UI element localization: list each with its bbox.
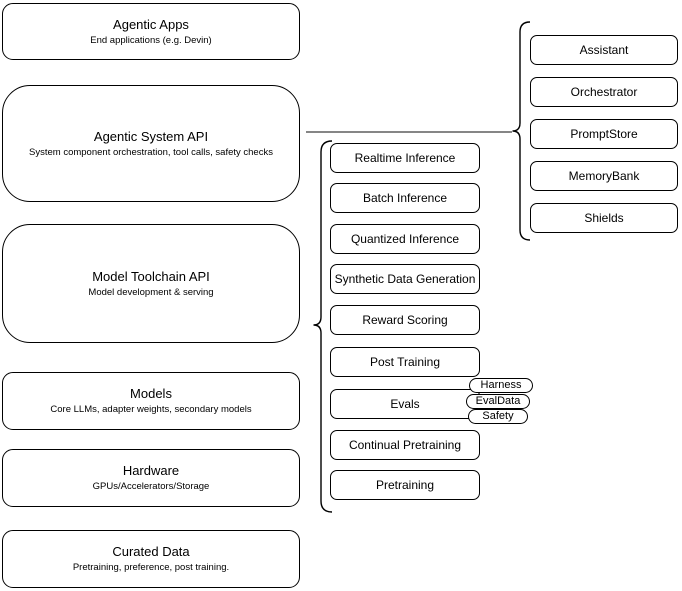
layer-agentic-apps: Agentic Apps End applications (e.g. Devi… bbox=[2, 3, 300, 60]
toolchain-item-realtime-inference: Realtime Inference bbox=[330, 143, 480, 173]
component-label: Assistant bbox=[579, 43, 629, 57]
layer-hardware: Hardware GPUs/Accelerators/Storage bbox=[2, 449, 300, 507]
item-label: Continual Pretraining bbox=[348, 438, 462, 452]
tag-label: Harness bbox=[480, 379, 522, 391]
tag-label: Safety bbox=[482, 410, 514, 422]
layer-subtitle: Pretraining, preference, post training. bbox=[72, 562, 230, 573]
component-label: Orchestrator bbox=[570, 85, 638, 99]
item-label: Quantized Inference bbox=[350, 232, 460, 246]
component-assistant: Assistant bbox=[530, 35, 678, 65]
layer-subtitle: Model development & serving bbox=[88, 286, 214, 298]
layer-curated-data: Curated Data Pretraining, preference, po… bbox=[2, 530, 300, 588]
toolchain-item-reward-scoring: Reward Scoring bbox=[330, 305, 480, 335]
item-label: Pretraining bbox=[375, 478, 435, 492]
component-shields: Shields bbox=[530, 203, 678, 233]
layer-subtitle: End applications (e.g. Devin) bbox=[90, 34, 212, 46]
tag-label: EvalData bbox=[475, 395, 521, 407]
toolchain-item-pretraining: Pretraining bbox=[330, 470, 480, 500]
layer-models: Models Core LLMs, adapter weights, secon… bbox=[2, 372, 300, 430]
evals-tag-harness: Harness bbox=[469, 378, 533, 393]
item-label: Realtime Inference bbox=[354, 151, 456, 165]
item-label: Batch Inference bbox=[362, 191, 448, 205]
layer-title: Agentic Apps bbox=[113, 16, 189, 32]
item-label: Reward Scoring bbox=[362, 313, 448, 327]
evals-tag-safety: Safety bbox=[468, 409, 528, 424]
toolchain-item-post-training: Post Training bbox=[330, 347, 480, 377]
layer-title: Model Toolchain API bbox=[92, 268, 210, 284]
item-label: Evals bbox=[390, 397, 420, 411]
layer-title: Agentic System API bbox=[93, 128, 209, 144]
toolchain-item-continual-pretraining: Continual Pretraining bbox=[330, 430, 480, 460]
item-label: Post Training bbox=[369, 355, 441, 369]
layer-subtitle: GPUs/Accelerators/Storage bbox=[92, 481, 210, 492]
component-memorybank: MemoryBank bbox=[530, 161, 678, 191]
component-promptstore: PromptStore bbox=[530, 119, 678, 149]
component-label: MemoryBank bbox=[568, 169, 640, 183]
item-label: Synthetic Data Generation bbox=[334, 272, 476, 286]
component-orchestrator: Orchestrator bbox=[530, 77, 678, 107]
evals-tag-evaldata: EvalData bbox=[466, 394, 530, 409]
toolchain-item-synthetic-data-generation: Synthetic Data Generation bbox=[330, 264, 480, 294]
layer-model-toolchain-api: Model Toolchain API Model development & … bbox=[2, 224, 300, 343]
component-label: PromptStore bbox=[570, 127, 638, 141]
layer-subtitle: Core LLMs, adapter weights, secondary mo… bbox=[50, 404, 252, 415]
system-components-group-brace bbox=[512, 21, 531, 241]
layer-agentic-system-api: Agentic System API System component orch… bbox=[2, 85, 300, 202]
layer-subtitle: System component orchestration, tool cal… bbox=[29, 146, 273, 158]
layer-title: Hardware bbox=[122, 463, 180, 478]
toolchain-item-quantized-inference: Quantized Inference bbox=[330, 224, 480, 254]
component-label: Shields bbox=[584, 211, 624, 225]
layer-title: Models bbox=[130, 386, 172, 401]
toolchain-item-batch-inference: Batch Inference bbox=[330, 183, 480, 213]
layer-title: Curated Data bbox=[112, 544, 190, 559]
toolchain-item-evals: Evals bbox=[330, 389, 480, 419]
